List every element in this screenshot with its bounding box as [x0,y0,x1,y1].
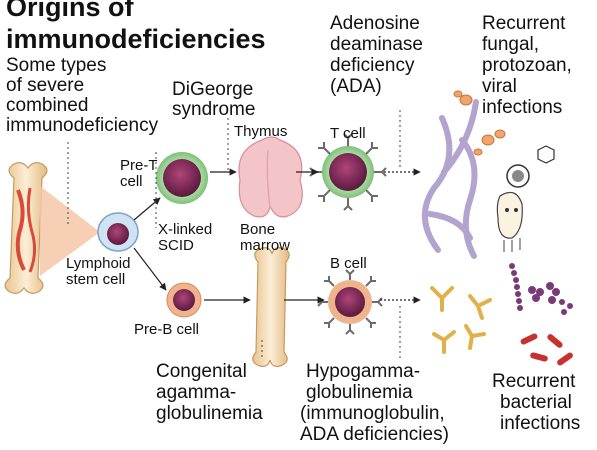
label-t-cell: T cell [330,125,366,142]
b-cell-image [317,269,383,335]
bone-marrow-image [252,247,290,367]
label-hypogamma-1: Hypogamma- [306,361,421,382]
label-fungal-4: viral [482,76,517,97]
label-some-types-4: immunodeficiency [6,115,159,136]
label-hypogamma-2: globulinemia [306,382,413,403]
label-congenital-3: globulinemia [156,403,263,424]
title-line-2: immunodeficiencies [6,24,266,54]
label-lymphoid-1: Lymphoid [66,255,131,272]
label-ada-4: (ADA) [330,76,382,97]
label-bacterial-1: Recurrent [492,371,576,392]
label-ada-1: Adenosine [330,13,420,34]
label-x-linked-2: SCID [158,237,194,254]
pre-b-cell-image [166,282,202,318]
label-fungal-2: fungal, [482,34,540,55]
label-digeorge-2: syndrome [172,99,256,120]
lymphoid-stem-cell-image [97,212,139,252]
label-some-types-1: Some types [6,55,107,76]
leader-lines [67,110,401,360]
label-some-types-3: combined [6,95,89,116]
antibodies-image [430,286,492,354]
label-fungal-3: protozoan, [482,55,572,76]
label-b-cell: B cell [330,255,367,272]
label-congenital-2: agamma- [156,382,237,403]
bacteria-image [509,263,573,366]
label-bacterial-3: infections [500,413,581,434]
label-ada-3: deficiency [330,55,415,76]
label-x-linked-1: X-linked [158,221,213,238]
label-some-types-2: of severe [6,75,85,96]
pre-t-cell-image [156,152,208,204]
fungal-protozoan-viral-image [421,90,555,259]
label-fungal-1: Recurrent [482,13,566,34]
label-congenital-1: Congenital [156,361,247,382]
label-pre-b-cell: Pre-B cell [134,321,200,338]
pathway-arrows [133,168,421,304]
label-pre-t-2: cell [120,173,143,190]
thymus-image [238,136,303,218]
label-thymus: Thymus [234,123,288,140]
label-digeorge-1: DiGeorge [172,79,254,100]
t-cell-image [309,133,387,211]
label-ada-2: deaminase [330,34,423,55]
label-fungal-5: infections [482,97,563,118]
label-bone-marrow-2: marrow [240,237,291,254]
label-lymphoid-2: stem cell [66,271,126,288]
label-hypogamma-3: (immunoglobulin, [300,403,445,424]
label-bacterial-2: bacterial [500,392,572,413]
source-bone-image [4,162,48,294]
label-pre-t-1: Pre-T [120,157,158,174]
label-bone-marrow-1: Bone [240,221,276,238]
marrow-output-fan [40,186,100,276]
title-line-1: Origins of [6,0,134,22]
label-hypogamma-4: ADA deficiencies) [300,424,449,445]
